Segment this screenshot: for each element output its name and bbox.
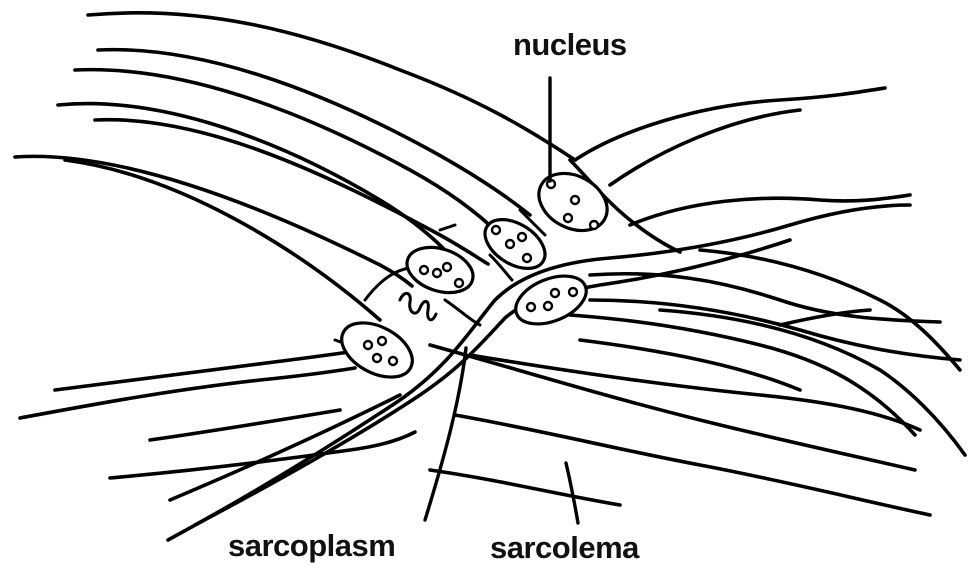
fiber-outline-22 <box>590 274 940 322</box>
sarcolema-label: sarcolema <box>490 530 639 566</box>
striation-squiggle <box>400 293 436 319</box>
fiber-outline-34 <box>445 300 480 325</box>
fiber-outline-11 <box>630 195 910 225</box>
fiber-outline-17 <box>455 415 930 515</box>
nucleus-2 <box>476 210 553 279</box>
fiber-outlines <box>15 13 965 540</box>
sarcolema-leader-line <box>566 463 578 523</box>
nucleus-5 <box>333 312 422 388</box>
fiber-outline-9 <box>610 110 800 185</box>
fiber-outline-5 <box>95 120 488 264</box>
nucleus-label: nucleus <box>513 27 627 63</box>
fiber-outline-18 <box>430 470 620 505</box>
fiber-outline-12 <box>20 368 355 418</box>
fiber-outline-20 <box>570 315 915 435</box>
nucleus-3 <box>401 240 479 301</box>
fiber-outline-13 <box>55 350 360 390</box>
fiber-outline-1 <box>88 13 575 160</box>
fiber-outline-30 <box>440 225 455 230</box>
fiber-outline-14 <box>150 410 340 440</box>
nucleus-1 <box>529 162 617 242</box>
sarcoplasm-label: sarcoplasm <box>228 528 395 564</box>
fiber-outline-6 <box>15 156 412 286</box>
nucleus-4 <box>509 267 593 334</box>
fiber-outline-7 <box>65 160 380 320</box>
fiber-outline-24 <box>700 250 960 370</box>
